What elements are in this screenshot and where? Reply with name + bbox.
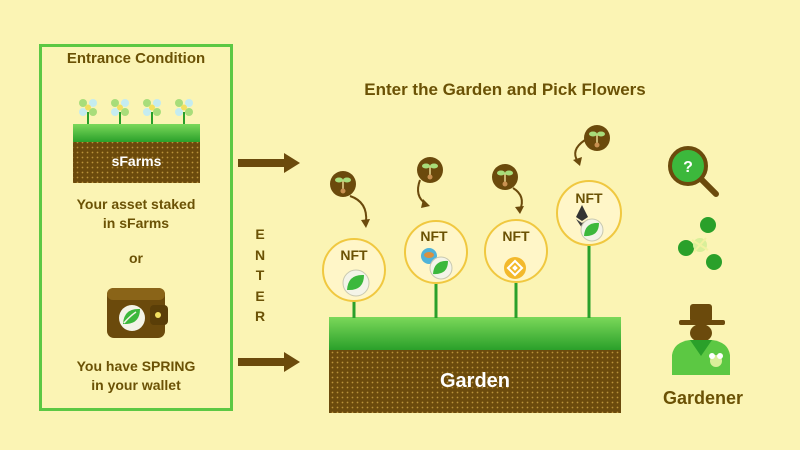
nft-label: NFT xyxy=(340,247,368,263)
svg-text:?: ? xyxy=(683,159,693,176)
leaf-token-icon xyxy=(433,260,448,275)
enter-vertical-label: E N T E R xyxy=(250,224,270,327)
asset-text-line2: in sFarms xyxy=(102,215,170,231)
sfarms-flowers xyxy=(79,99,193,124)
enter-letter: E xyxy=(255,226,265,242)
leaves-icon xyxy=(678,217,722,270)
arrow-bottom xyxy=(238,352,300,372)
enter-letter: E xyxy=(255,287,265,304)
enter-letter: N xyxy=(254,246,266,263)
nft-flower-3: NFT xyxy=(484,219,548,318)
entrance-condition-title: Entrance Condition xyxy=(66,50,206,67)
garden-label: Garden xyxy=(439,370,511,392)
nft-flower-4: NFT xyxy=(556,180,622,318)
sfarms-label: sFarms xyxy=(111,153,162,169)
seed-icon-1 xyxy=(330,171,370,228)
nft-flower-1: NFT xyxy=(322,238,386,318)
wallet-icon xyxy=(107,288,168,338)
seed-icon-4 xyxy=(573,125,610,166)
asset-staked-text: Your asset staked in sFarms xyxy=(39,195,233,233)
gardener-icon xyxy=(672,304,730,375)
main-title: Enter the Garden and Pick Flowers xyxy=(364,80,646,99)
enter-letter: T xyxy=(255,267,265,283)
leaf-token-icon xyxy=(584,222,599,237)
bnb-token-icon xyxy=(504,257,526,279)
gardener-label: Gardener xyxy=(662,388,744,408)
seed-icon-3 xyxy=(492,164,524,214)
magnifier-icon: ? xyxy=(668,146,719,197)
wallet-text-line1: You have SPRING xyxy=(76,358,196,374)
wallet-text-line2: in your wallet xyxy=(91,377,181,393)
entrance-condition-panel xyxy=(39,44,233,411)
svg-text:NFT: NFT xyxy=(420,228,448,244)
garden-ground xyxy=(329,317,621,413)
enter-letter: R xyxy=(254,308,266,324)
nft-flower-2: NFT xyxy=(404,220,468,318)
sfarms-ground xyxy=(73,124,200,183)
arrow-top xyxy=(238,153,300,173)
svg-text:NFT: NFT xyxy=(502,228,530,244)
leaf-token-icon xyxy=(347,274,364,291)
seed-icon-2 xyxy=(417,157,443,208)
wallet-condition-text: You have SPRING in your wallet xyxy=(39,357,233,395)
asset-text-line1: Your asset staked xyxy=(76,196,196,212)
or-separator: or xyxy=(129,250,143,266)
svg-text:NFT: NFT xyxy=(575,190,603,206)
